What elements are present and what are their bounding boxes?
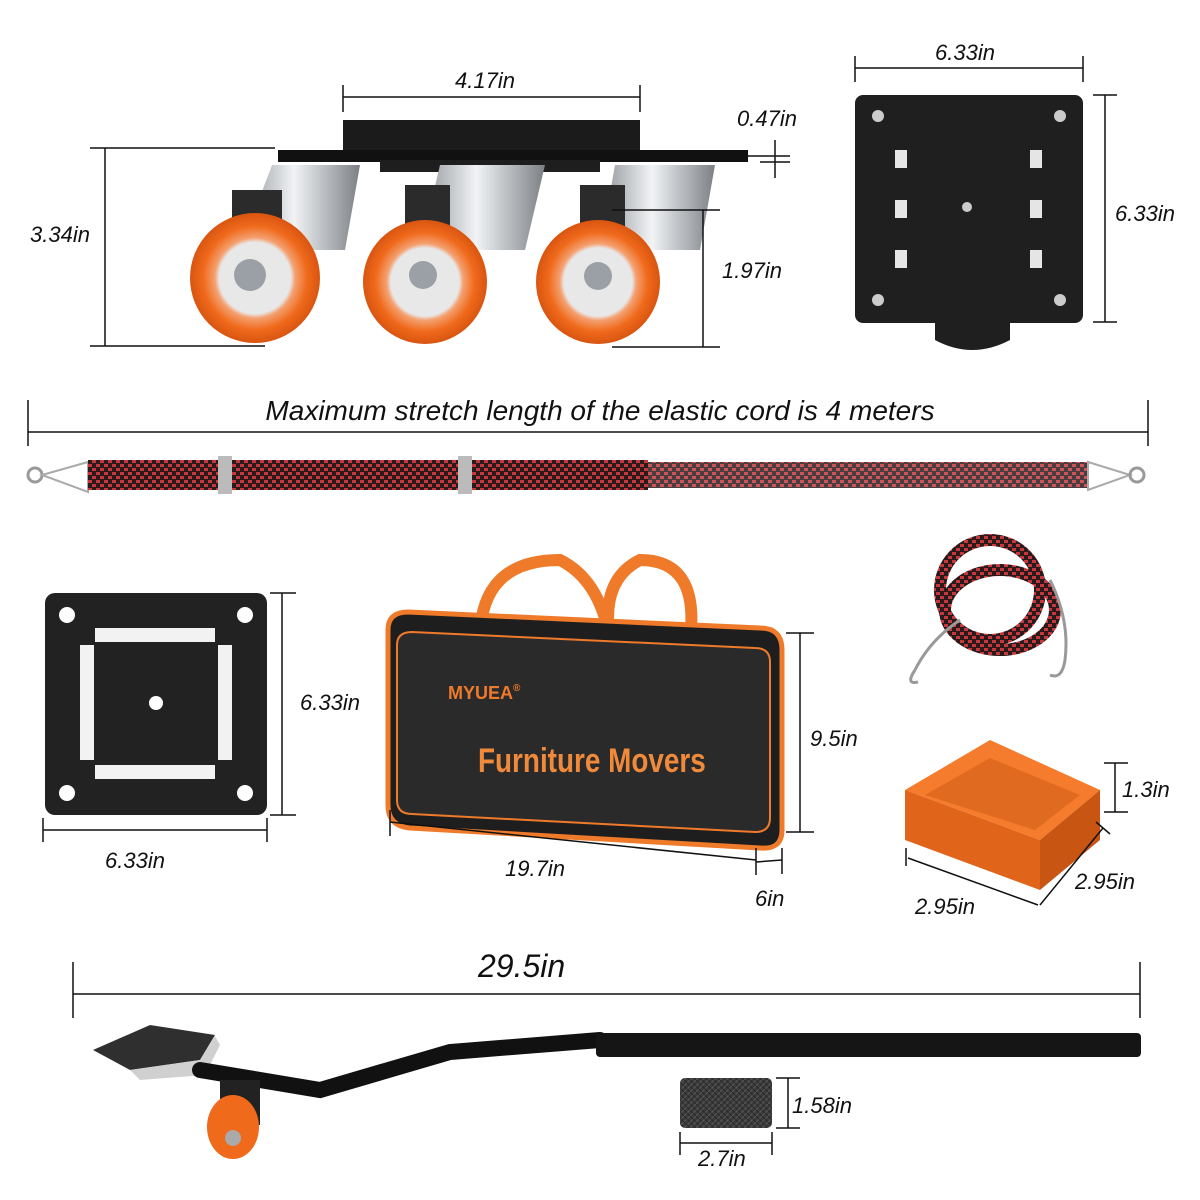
top-plate-height-label: 6.33in (1115, 201, 1175, 226)
lifter-bar (72, 962, 1141, 1159)
pad-height-label: 1.58in (792, 1093, 852, 1118)
pad-width-label: 2.7in (698, 1146, 746, 1171)
bag-length-label: 19.7in (505, 856, 565, 881)
storage-bag (385, 553, 814, 875)
elastic-cord-strap (26, 400, 1149, 494)
anti-slip-pad (679, 1077, 800, 1155)
dolly-dimension-lines (90, 85, 790, 348)
bag-height-label: 9.5in (810, 726, 858, 751)
base-plate (42, 592, 296, 842)
top-plate (854, 56, 1117, 350)
caster-middle (363, 165, 545, 344)
caster-right (536, 165, 715, 344)
dolly-width-label: 4.17in (455, 68, 515, 93)
orange-lift-block (905, 740, 1128, 906)
dolly-height-label: 3.34in (30, 222, 90, 247)
caster-left (190, 165, 360, 343)
base-plate-width-label: 6.33in (105, 848, 165, 873)
bag-print-text: Furniture Movers (478, 742, 706, 780)
block-width-left-label: 2.95in (915, 894, 975, 919)
top-plate-width-label: 6.33in (935, 40, 995, 65)
coiled-elastic-cord (909, 534, 1068, 684)
brand-name: YUEA (463, 683, 514, 703)
block-height-label: 1.3in (1122, 777, 1170, 802)
plate-thickness-label: 0.47in (737, 106, 797, 131)
block-width-right-label: 2.95in (1075, 869, 1135, 894)
brand-logo-mark: M (448, 683, 463, 703)
base-plate-height-label: 6.33in (300, 690, 360, 715)
cord-caption: Maximum stretch length of the elastic co… (265, 395, 935, 426)
wheel-height-label: 1.97in (722, 258, 782, 283)
lifter-length-label: 29.5in (478, 948, 566, 984)
brand-registered-mark: ® (513, 683, 521, 694)
caster-dolly (90, 85, 790, 348)
bag-brand-logo: MYUEA® (448, 683, 520, 704)
bag-depth-label: 6in (755, 886, 785, 911)
